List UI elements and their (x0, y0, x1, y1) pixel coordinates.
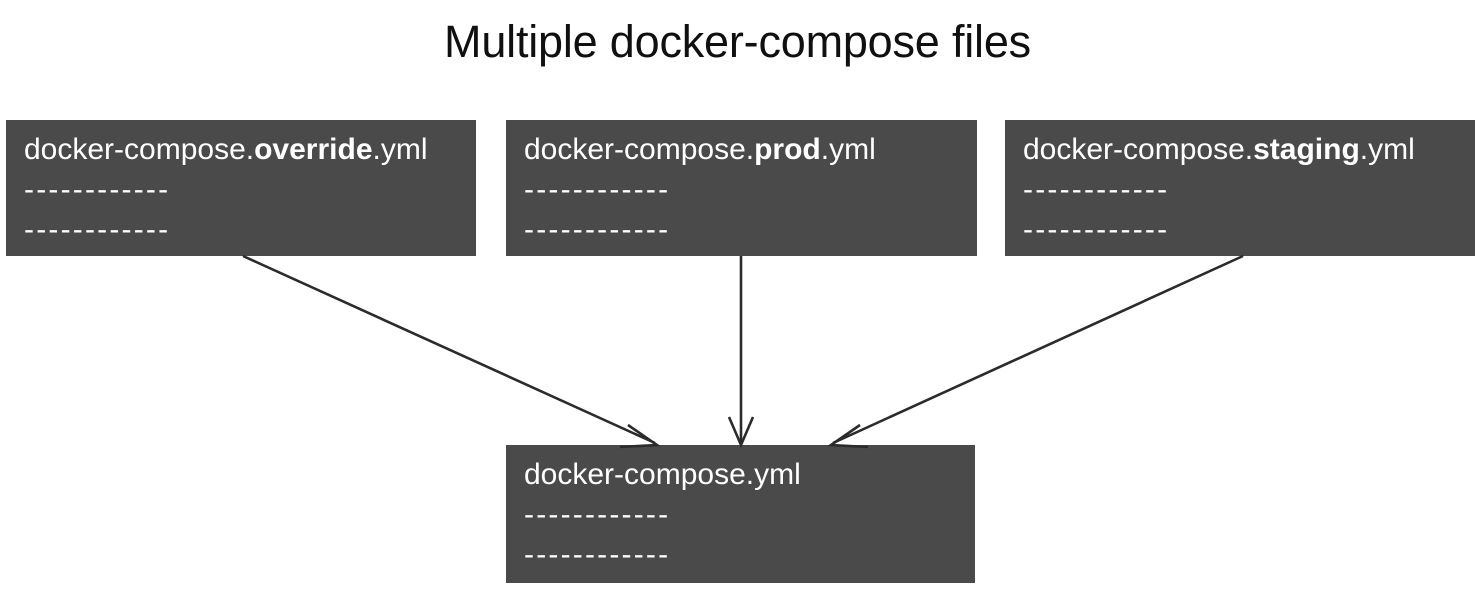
file-content-line-2: ------------ (1023, 213, 1170, 246)
file-name-base: docker-compose.yml (524, 455, 801, 495)
page-title: Multiple docker-compose files (444, 16, 1031, 67)
file-name-override: docker-compose.override.yml (24, 130, 428, 170)
file-name-emphasis: prod (754, 133, 821, 166)
file-content-line-2: ------------ (524, 538, 671, 571)
file-name-suffix: .yml (1359, 133, 1415, 166)
file-name-emphasis: override (254, 133, 373, 166)
arrow-prod-to-base (727, 256, 755, 449)
file-content-line-2: ------------ (524, 213, 671, 246)
file-name-prefix: docker-compose.yml (524, 458, 801, 491)
file-name-suffix: .yml (820, 133, 876, 166)
file-box-prod: docker-compose.prod.yml ------------ ---… (506, 120, 977, 256)
file-content-line-1: ------------ (1023, 173, 1170, 206)
arrow-override-to-base (242, 254, 661, 449)
file-box-base: docker-compose.yml ------------ --------… (506, 445, 975, 583)
file-name-prefix: docker-compose. (24, 133, 255, 166)
file-content-line-1: ------------ (24, 173, 171, 206)
file-name-prefix: docker-compose. (1023, 133, 1254, 166)
file-name-suffix: .yml (372, 133, 428, 166)
file-name-prod: docker-compose.prod.yml (524, 130, 876, 170)
file-box-override: docker-compose.override.yml ------------… (6, 120, 476, 256)
file-box-staging: docker-compose.staging.yml ------------ … (1005, 120, 1475, 256)
arrow-staging-to-base (827, 254, 1244, 449)
file-content-line-2: ------------ (24, 213, 171, 246)
file-name-prefix: docker-compose. (524, 133, 755, 166)
file-content-line-1: ------------ (524, 173, 671, 206)
file-name-emphasis: staging (1253, 133, 1360, 166)
file-content-line-1: ------------ (524, 498, 671, 531)
file-name-staging: docker-compose.staging.yml (1023, 130, 1415, 170)
